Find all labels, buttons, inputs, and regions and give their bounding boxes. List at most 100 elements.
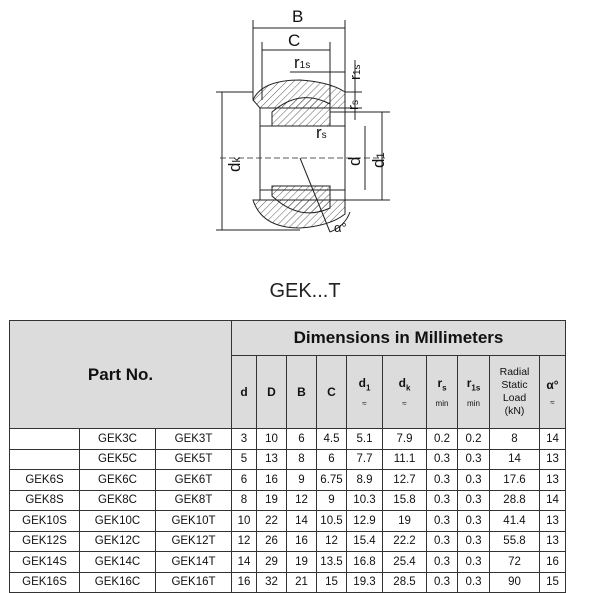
column-header: d bbox=[231, 355, 257, 429]
table-cell: GEK12C bbox=[79, 530, 156, 552]
table-cell: 0.3 bbox=[426, 530, 458, 552]
table-cell: 3 bbox=[231, 428, 257, 450]
table-cell: 16.8 bbox=[346, 551, 383, 573]
table-cell: 90 bbox=[489, 571, 540, 593]
table-cell: 19 bbox=[382, 510, 427, 532]
dimensions-header: Dimensions in Millimeters bbox=[231, 320, 566, 356]
table-cell: 19.3 bbox=[346, 571, 383, 593]
ball-bottom bbox=[271, 185, 331, 214]
table-cell: 29 bbox=[256, 551, 287, 573]
table-cell: 0.3 bbox=[426, 469, 458, 491]
table-cell: 6 bbox=[231, 469, 257, 491]
table-cell: 17.6 bbox=[489, 469, 540, 491]
table-cell: 19 bbox=[286, 551, 317, 573]
table-cell: GEK16S bbox=[9, 571, 80, 593]
table-cell: 0.3 bbox=[426, 448, 458, 470]
table-cell: 7.7 bbox=[346, 448, 383, 470]
table-cell: GEK3T bbox=[155, 428, 232, 450]
table-cell bbox=[9, 428, 80, 450]
table-cell: 0.3 bbox=[426, 510, 458, 532]
column-header: D bbox=[256, 355, 287, 429]
table-cell: 28.8 bbox=[489, 489, 540, 511]
table-cell bbox=[9, 448, 80, 470]
label-r1s-right: r1s bbox=[347, 64, 364, 80]
table-cell: GEK5T bbox=[155, 448, 232, 470]
table-cell: 10.3 bbox=[346, 489, 383, 511]
table-cell: 10 bbox=[256, 428, 287, 450]
table-cell: 22 bbox=[256, 510, 287, 532]
table-cell: 6 bbox=[286, 428, 317, 450]
table-cell: GEK12S bbox=[9, 530, 80, 552]
table-cell: 16 bbox=[539, 551, 566, 573]
table-cell: GEK14T bbox=[155, 551, 232, 573]
drawing-caption: GEK...T bbox=[269, 280, 341, 302]
table-cell: 8 bbox=[489, 428, 540, 450]
table-cell: 8 bbox=[231, 489, 257, 511]
table-cell: GEK10S bbox=[9, 510, 80, 532]
part-no-header: Part No. bbox=[9, 320, 232, 429]
table-cell: 28.5 bbox=[382, 571, 427, 593]
table-cell: GEK8T bbox=[155, 489, 232, 511]
table-cell: 0.3 bbox=[457, 489, 490, 511]
table-cell: 15.4 bbox=[346, 530, 383, 552]
table-cell: 16 bbox=[231, 571, 257, 593]
table-cell: GEK6S bbox=[9, 469, 80, 491]
table-cell: 7.9 bbox=[382, 428, 427, 450]
table-cell: 14 bbox=[489, 448, 540, 470]
table-cell: 8 bbox=[286, 448, 317, 470]
table-cell: 0.3 bbox=[457, 571, 490, 593]
label-C: C bbox=[288, 31, 300, 50]
table-cell: 19 bbox=[256, 489, 287, 511]
bearing-drawing: B C r1s r1s rs rs dk d d1 α° bbox=[216, 7, 390, 235]
table-cell: 15.8 bbox=[382, 489, 427, 511]
table-cell: 4.5 bbox=[316, 428, 347, 450]
table-cell: 6.75 bbox=[316, 469, 347, 491]
table-cell: GEK16T bbox=[155, 571, 232, 593]
table-cell: 12 bbox=[231, 530, 257, 552]
table-cell: GEK6C bbox=[79, 469, 156, 491]
ball-top bbox=[271, 97, 331, 127]
label-rs-inner: rs bbox=[316, 123, 327, 142]
table-cell: GEK10T bbox=[155, 510, 232, 532]
alpha-header: α°≈ bbox=[539, 355, 566, 429]
table-cell: 13 bbox=[256, 448, 287, 470]
table-cell: GEK12T bbox=[155, 530, 232, 552]
table-cell: 13 bbox=[539, 510, 566, 532]
table-cell: 15 bbox=[539, 571, 566, 593]
table-cell: 11.1 bbox=[382, 448, 427, 470]
label-alpha: α° bbox=[334, 220, 347, 235]
column-header: dk≈ bbox=[382, 355, 427, 429]
table-cell: GEK5C bbox=[79, 448, 156, 470]
label-d: d bbox=[345, 157, 364, 166]
column-header: d1≈ bbox=[346, 355, 383, 429]
table-cell: 13.5 bbox=[316, 551, 347, 573]
table-cell: GEK8S bbox=[9, 489, 80, 511]
table-cell: GEK8C bbox=[79, 489, 156, 511]
column-header: C bbox=[316, 355, 347, 429]
table-cell: 55.8 bbox=[489, 530, 540, 552]
table-cell: 13 bbox=[539, 469, 566, 491]
table-cell: 9 bbox=[316, 489, 347, 511]
table-cell: 0.3 bbox=[457, 510, 490, 532]
table-cell: 0.3 bbox=[426, 489, 458, 511]
table-cell: 9 bbox=[286, 469, 317, 491]
table-cell: 22.2 bbox=[382, 530, 427, 552]
table-cell: GEK10C bbox=[79, 510, 156, 532]
table-cell: GEK14S bbox=[9, 551, 80, 573]
table-cell: GEK6T bbox=[155, 469, 232, 491]
label-d1: d1 bbox=[369, 152, 388, 168]
table-cell: 0.2 bbox=[457, 428, 490, 450]
table-cell: 14 bbox=[231, 551, 257, 573]
table-cell: 12 bbox=[316, 530, 347, 552]
label-rs-right: rs bbox=[345, 100, 362, 110]
table-cell: GEK16C bbox=[79, 571, 156, 593]
table-cell: 72 bbox=[489, 551, 540, 573]
